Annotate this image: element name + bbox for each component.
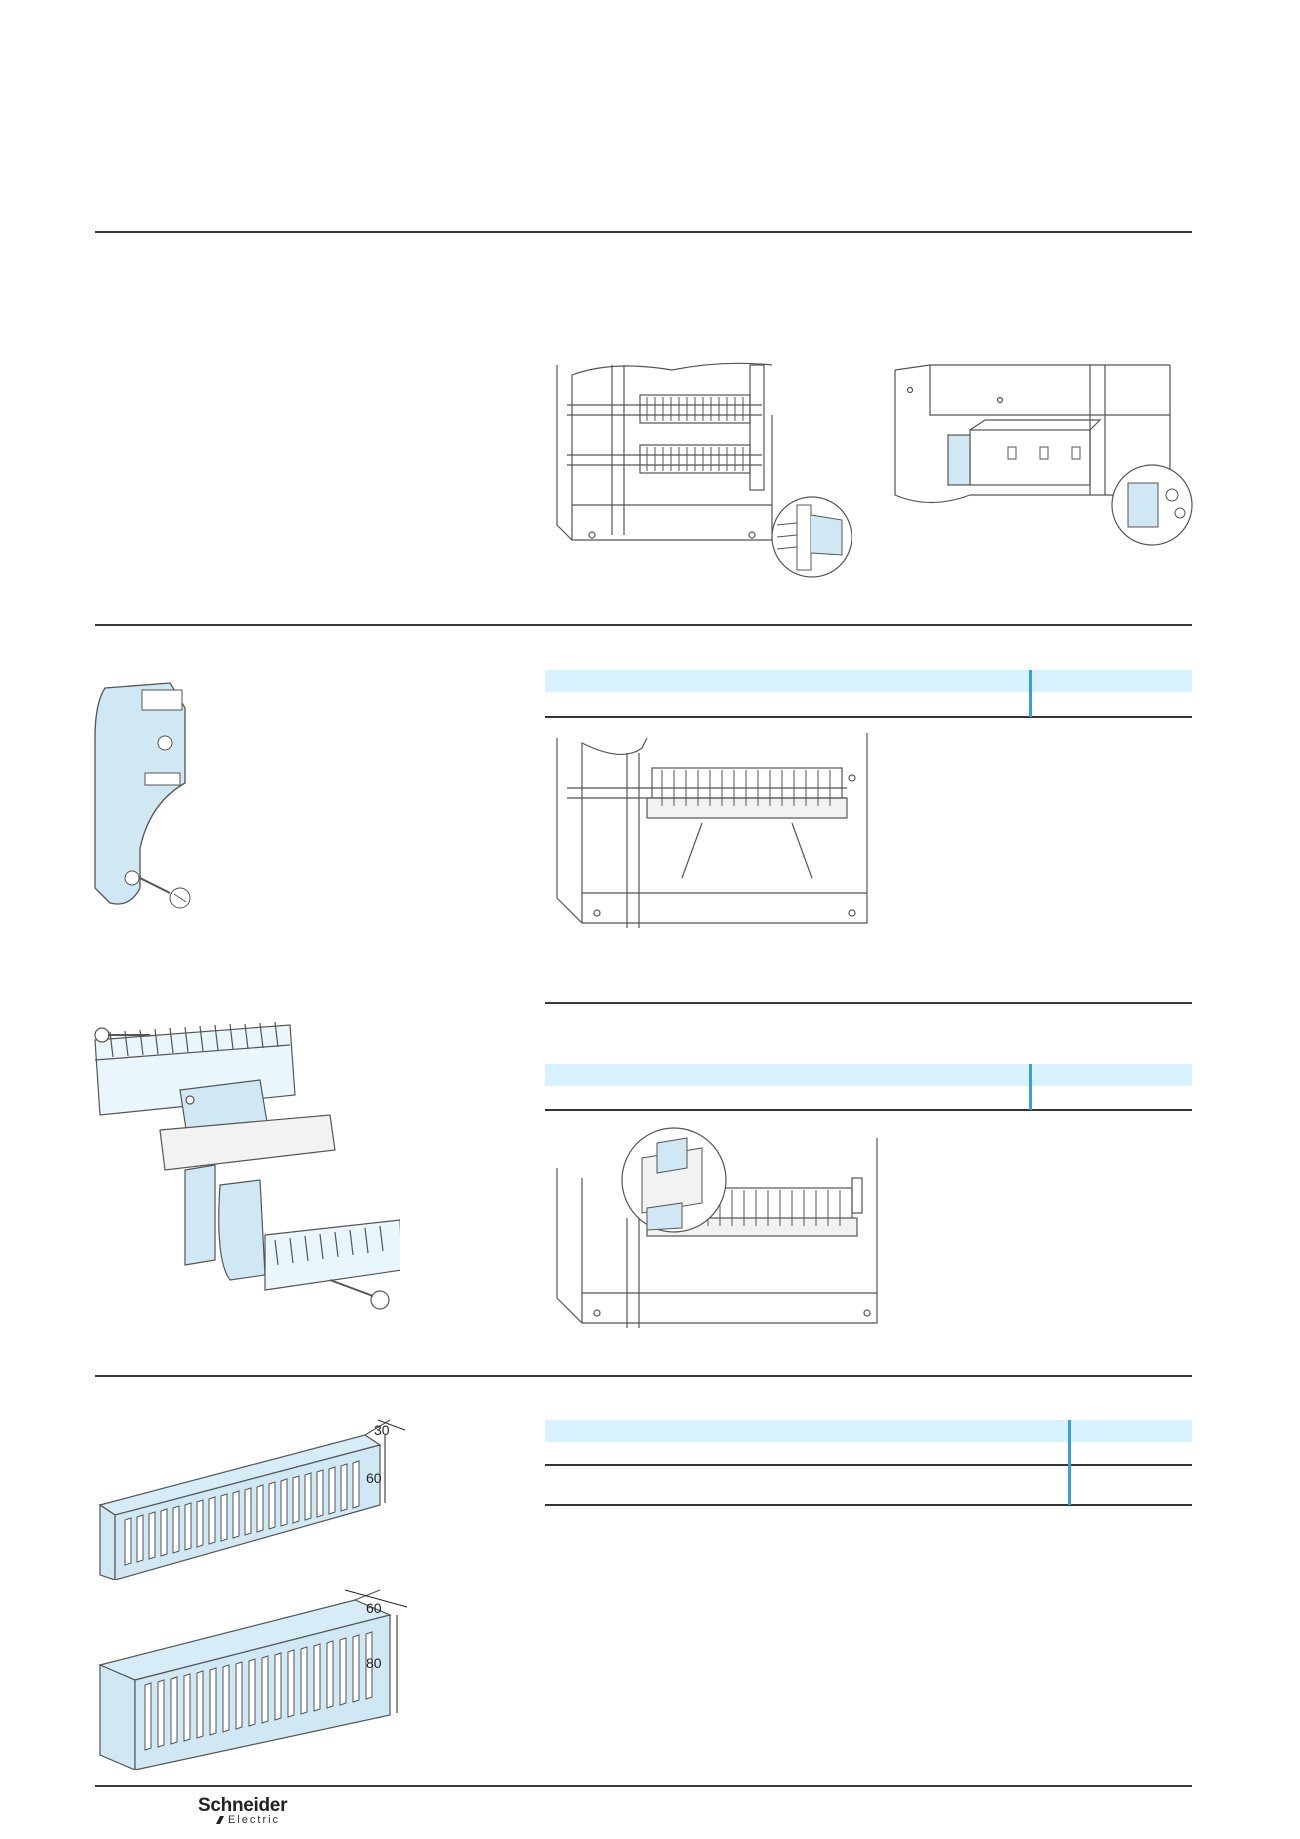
enclosure-breaker-illustration xyxy=(890,355,1195,555)
support-bracket-illustration xyxy=(90,678,210,918)
section-rule-2 xyxy=(95,1375,1192,1377)
table-1-header xyxy=(545,670,1192,692)
mid-rule-right xyxy=(545,1002,1192,1004)
duct-small-height-label: 60 xyxy=(366,1470,382,1486)
duct-small-width-label: 30 xyxy=(374,1422,390,1438)
cable-duct-small-illustration xyxy=(95,1415,405,1580)
table-2-divider xyxy=(1029,1064,1032,1110)
enclosure-bracket-detail-illustration xyxy=(552,1118,882,1333)
enclosure-two-rails-illustration xyxy=(552,355,852,580)
exploded-rail-bracket-illustration xyxy=(90,1020,400,1315)
table-1-divider xyxy=(1029,670,1032,717)
footer-rule xyxy=(95,1785,1192,1787)
schneider-electric-logo-icon xyxy=(216,1816,224,1824)
enclosure-rail-duct-illustration xyxy=(552,728,872,963)
brand-logo-text: Schneider xyxy=(198,1795,288,1816)
table-3-bottom-line xyxy=(545,1504,1192,1506)
duct-large-height-label: 80 xyxy=(366,1655,382,1671)
table-3-header xyxy=(545,1420,1192,1442)
table-2-bottom-line xyxy=(545,1109,1192,1111)
top-rule xyxy=(95,231,1192,233)
duct-large-width-label: 60 xyxy=(366,1600,382,1616)
cable-duct-large-illustration xyxy=(95,1585,415,1770)
brand-logo-subtext: Electric xyxy=(228,1814,281,1826)
table-3-divider xyxy=(1068,1420,1071,1505)
section-rule-1 xyxy=(95,624,1192,626)
table-2-header xyxy=(545,1064,1192,1086)
table-3-middle-line xyxy=(545,1464,1192,1466)
table-1-bottom-line xyxy=(545,716,1192,718)
